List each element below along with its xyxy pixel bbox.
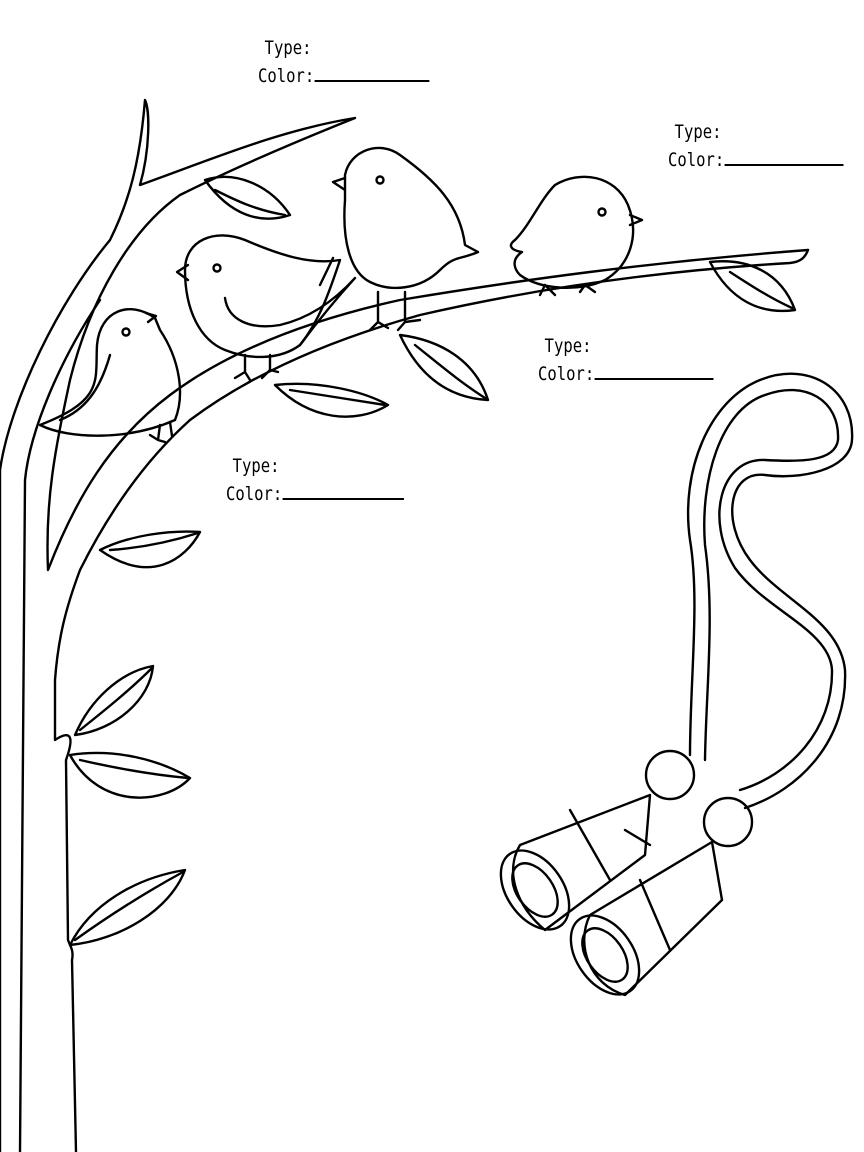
leaf [413,343,487,400]
leaf [68,868,187,947]
bird [38,308,182,444]
color-answer-blank[interactable] [724,146,844,166]
leaf [73,664,155,737]
type-label: Type: [674,121,722,143]
leaf [213,188,287,217]
leaf [108,531,200,552]
tree-trunk [0,98,810,1152]
leaf [78,666,154,732]
color-label-row: Color: [226,480,404,508]
leaf [728,270,794,310]
leaves [68,175,797,947]
leaf [98,530,202,569]
binoculars [499,372,854,997]
leaf [288,388,387,407]
type-label: Type: [264,37,312,59]
leaf [68,751,192,799]
color-answer-blank[interactable] [314,62,430,82]
color-label: Color: [258,65,315,87]
color-label: Color: [668,149,725,171]
color-label-row: Color: [258,62,430,90]
type-label: Type: [544,335,592,357]
bird [175,234,357,382]
color-label: Color: [538,363,595,385]
color-answer-blank[interactable] [282,480,404,500]
leaf [398,333,490,402]
label-block-left: Type: Color: [226,452,404,508]
label-block-upper-right: Type: Color: [668,118,844,174]
type-label: Type: [232,455,280,477]
leaf [78,758,190,780]
color-label-row: Color: [668,146,844,174]
leaf [73,870,185,942]
color-label-row: Color: [538,360,714,388]
label-block-middle-right: Type: Color: [538,332,714,388]
label-block-top: Type: Color: [258,34,430,90]
color-label: Color: [226,483,283,505]
bird [509,175,644,297]
binoculars-strap [686,372,854,810]
color-answer-blank[interactable] [594,360,714,380]
leaf [203,175,292,220]
bird [331,146,480,332]
leaf [708,260,797,313]
leaf [273,382,390,418]
